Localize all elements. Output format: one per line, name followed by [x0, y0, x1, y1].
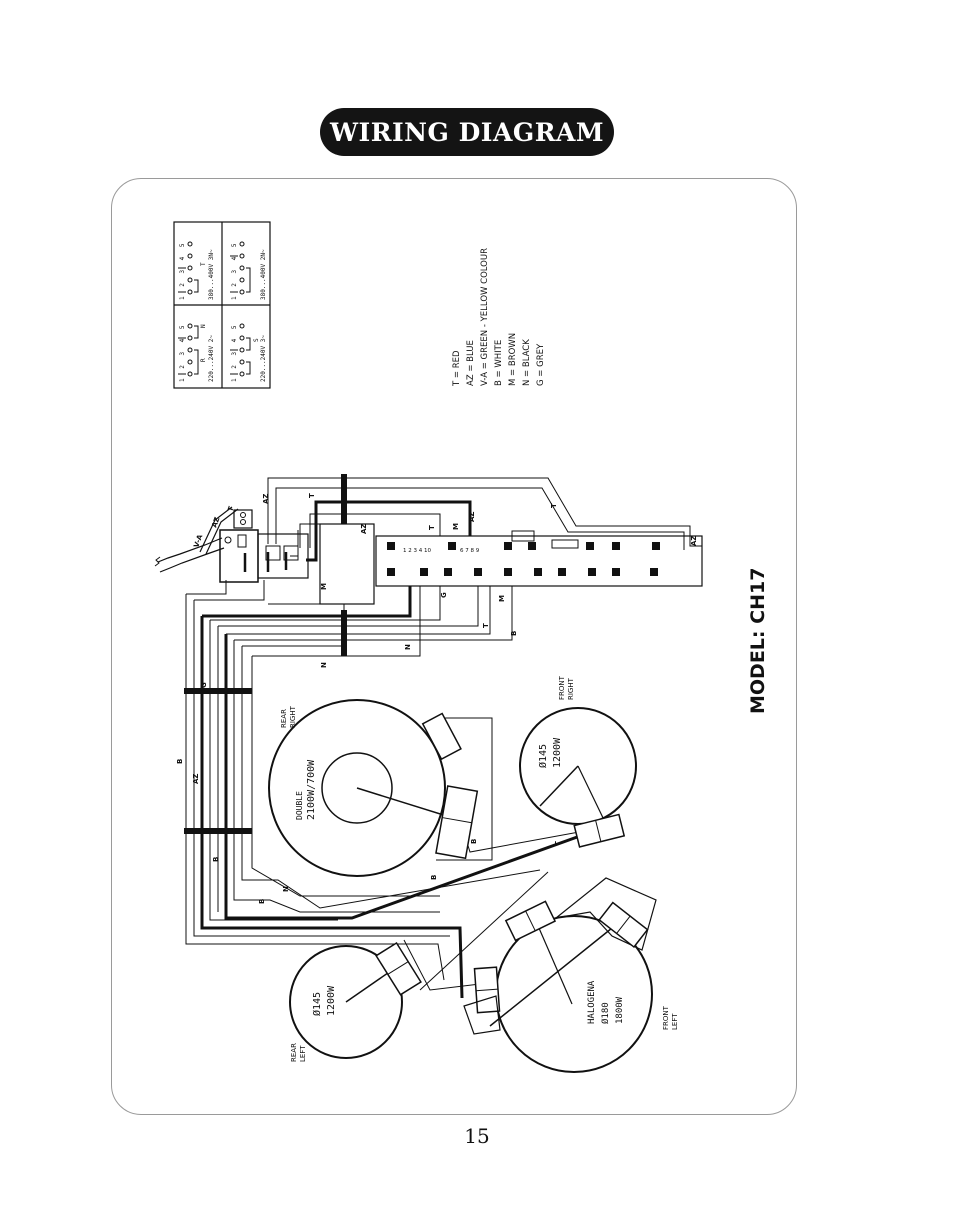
mains-terminal-block	[154, 506, 309, 583]
zone-front-right: FRONT RIGHT Ø145 1200W	[519, 675, 637, 848]
wire-tag: T	[482, 623, 490, 628]
zone-rear-right-type: DOUBLE	[295, 791, 304, 820]
zone-rear-left-label2: LEFT	[299, 1045, 307, 1062]
colour-legend: T = RED AZ = BLUE V-A = GREEN - YELLOW C…	[452, 248, 546, 387]
zone-rear-left-label1: REAR	[290, 1043, 298, 1062]
wire-tag: AZ	[192, 774, 200, 785]
wire-tag: B	[470, 839, 478, 844]
wire-tag: N	[320, 662, 328, 668]
wire-tag: M	[498, 595, 506, 602]
terminal-numbers: 1 2 3 4 5	[231, 240, 238, 300]
wire-tag: B	[258, 899, 266, 904]
legend-b: B = WHITE	[494, 340, 504, 386]
zone-rear-right-power: 2100W/700W	[306, 759, 317, 820]
wiring-harness	[184, 474, 702, 999]
wire-tag: T	[226, 505, 235, 512]
phase-t: T	[200, 262, 207, 266]
svg-text:1 2 3 4 10: 1 2 3 4 10	[403, 548, 431, 554]
zone-front-right-label1: FRONT	[558, 675, 566, 700]
phase-r: R	[200, 358, 207, 362]
zone-rear-left: REAR LEFT Ø145 1200W	[289, 941, 422, 1062]
legend-va: V-A = GREEN - YELLOW COLOUR	[480, 248, 490, 386]
wire-tag: AZ	[690, 536, 698, 547]
wire-tag: AZ	[210, 516, 221, 529]
terminal-numbers: 1 2 3 4 5	[231, 322, 238, 382]
connection-220-2: 220...240V 2~	[208, 335, 215, 382]
zone-front-left-label2: LEFT	[671, 1013, 679, 1030]
zone-front-left-label1: FRONT	[662, 1005, 670, 1030]
wire-tag: AZ	[468, 512, 476, 523]
diagram-frame	[111, 178, 797, 1115]
phase-s: S	[253, 338, 260, 342]
zone-rear-right-label2: RIGHT	[289, 705, 297, 728]
control-board: 1 2 3 4 10 6 7 8 9	[375, 530, 703, 587]
legend-g: G = GREY	[536, 343, 546, 386]
connection-table: 220...240V 2~ 220...240V 3~ 380...400V 3…	[173, 221, 271, 389]
wire-tag: M	[320, 583, 328, 590]
zone-front-left: FRONT LEFT HALOGENA Ø180 1800W	[463, 877, 679, 1073]
zone-front-left-size: Ø180	[600, 1002, 611, 1024]
zone-front-right-power: 1200W	[552, 737, 563, 768]
zone-front-right-label2: RIGHT	[567, 677, 575, 700]
terminal-numbers: 1 2 3 4 5	[179, 240, 186, 300]
wire-tag: G	[200, 682, 208, 688]
legend-az: AZ = BLUE	[466, 340, 476, 386]
wire-tag: G	[440, 592, 448, 598]
wire-tag: T	[428, 525, 436, 530]
wire-tag: N	[404, 644, 412, 650]
zone-front-left-type: HALOGENA	[587, 980, 597, 1024]
wire-tag: AZ	[262, 494, 270, 505]
legend-n: N = BLACK	[522, 339, 532, 386]
wire-tag: T	[550, 503, 558, 508]
zone-rear-left-size: Ø145	[311, 992, 323, 1016]
svg-text:6 7 8 9: 6 7 8 9	[460, 548, 480, 554]
junction-box	[319, 523, 375, 605]
wire-tag: AZ	[360, 524, 368, 535]
zone-rear-right-label1: REAR	[280, 709, 288, 728]
terminal-numbers: 1 2 3 4 5	[179, 322, 186, 382]
legend-m: M = BROWN	[508, 333, 518, 386]
wire-tag: T	[308, 493, 316, 498]
zone-front-left-power: 1800W	[615, 996, 625, 1024]
legend-t: T = RED	[452, 350, 462, 387]
wire-tag: B	[510, 631, 518, 636]
wire-tag: B	[212, 857, 220, 862]
connection-220-3: 220...240V 3~	[260, 335, 267, 382]
wire-tags: V-A AZ T AZ T AZ T M AZ T AZ M G M T B N…	[176, 493, 698, 904]
phase-n: N	[200, 324, 207, 328]
wire-tag: M	[452, 523, 460, 530]
wire-tag: T	[554, 841, 562, 846]
connection-380-3n: 380...400V 3N~	[208, 249, 215, 300]
page-title: WIRING DIAGRAM	[320, 108, 614, 156]
wire-tag: B	[176, 759, 184, 764]
page-number: 15	[464, 1124, 490, 1148]
zone-front-right-size: Ø145	[537, 744, 549, 768]
zone-rear-left-power: 1200W	[326, 985, 337, 1016]
connection-380-2n: 380...400V 2N~	[260, 249, 267, 300]
wire-tag: N	[282, 886, 290, 892]
wire-tag: B	[430, 875, 438, 880]
zone-rear-right: REAR RIGHT DOUBLE 2100W/700W	[268, 699, 479, 877]
model-label: MODEL: CH17	[747, 568, 769, 714]
